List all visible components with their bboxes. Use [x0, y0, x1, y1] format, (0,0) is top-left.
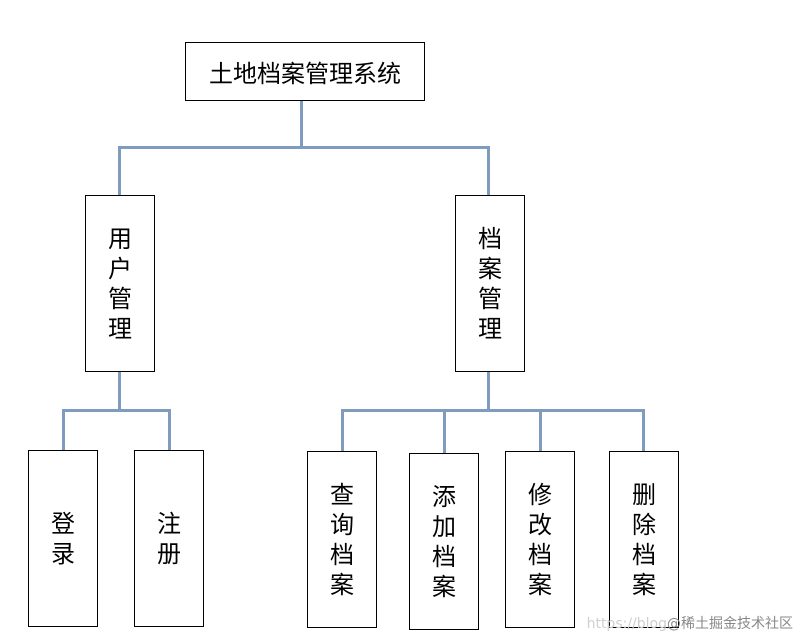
connector-to-login — [62, 409, 65, 451]
node-add-archive: 添 加 档 案 — [409, 453, 479, 630]
node-query-archive: 查 询 档 案 — [307, 451, 377, 628]
node-login: 登 录 — [28, 450, 98, 627]
node-register: 注 册 — [134, 450, 204, 627]
node-root-label: 土地档案管理系统 — [209, 60, 401, 88]
connector-user-down — [118, 371, 121, 411]
connector-to-modify — [539, 409, 542, 452]
node-add-archive-label: 添 加 档 案 — [432, 482, 456, 601]
node-register-label: 注 册 — [157, 509, 181, 568]
node-delete-archive-label: 删 除 档 案 — [632, 480, 656, 599]
node-delete-archive: 删 除 档 案 — [609, 451, 679, 628]
node-user-management: 用 户 管 理 — [85, 195, 155, 372]
node-modify-archive-label: 修 改 档 案 — [528, 480, 552, 599]
node-modify-archive: 修 改 档 案 — [505, 451, 575, 628]
watermark-prefix: https://blog — [586, 616, 667, 632]
connector-to-user-mgmt — [118, 146, 121, 196]
connector-to-add — [443, 409, 446, 454]
connector-archive-bar — [341, 409, 645, 412]
node-user-management-label: 用 户 管 理 — [108, 224, 132, 343]
watermark-text: @稀土掘金技术社区 — [667, 616, 793, 632]
node-archive-management-label: 档 案 管 理 — [478, 224, 502, 343]
node-archive-management: 档 案 管 理 — [455, 195, 525, 372]
connector-root-down — [300, 100, 303, 148]
connector-to-archive-mgmt — [487, 146, 490, 196]
connector-archive-down — [487, 371, 490, 411]
connector-to-register — [168, 409, 171, 451]
connector-level1-bar — [118, 146, 490, 149]
node-query-archive-label: 查 询 档 案 — [330, 480, 354, 599]
node-root: 土地档案管理系统 — [185, 42, 425, 101]
watermark: https://blog@稀土掘金技术社区 — [587, 613, 793, 633]
connector-to-query — [341, 409, 344, 452]
connector-user-bar — [62, 409, 171, 412]
node-login-label: 登 录 — [51, 509, 75, 568]
connector-to-delete — [642, 409, 645, 452]
